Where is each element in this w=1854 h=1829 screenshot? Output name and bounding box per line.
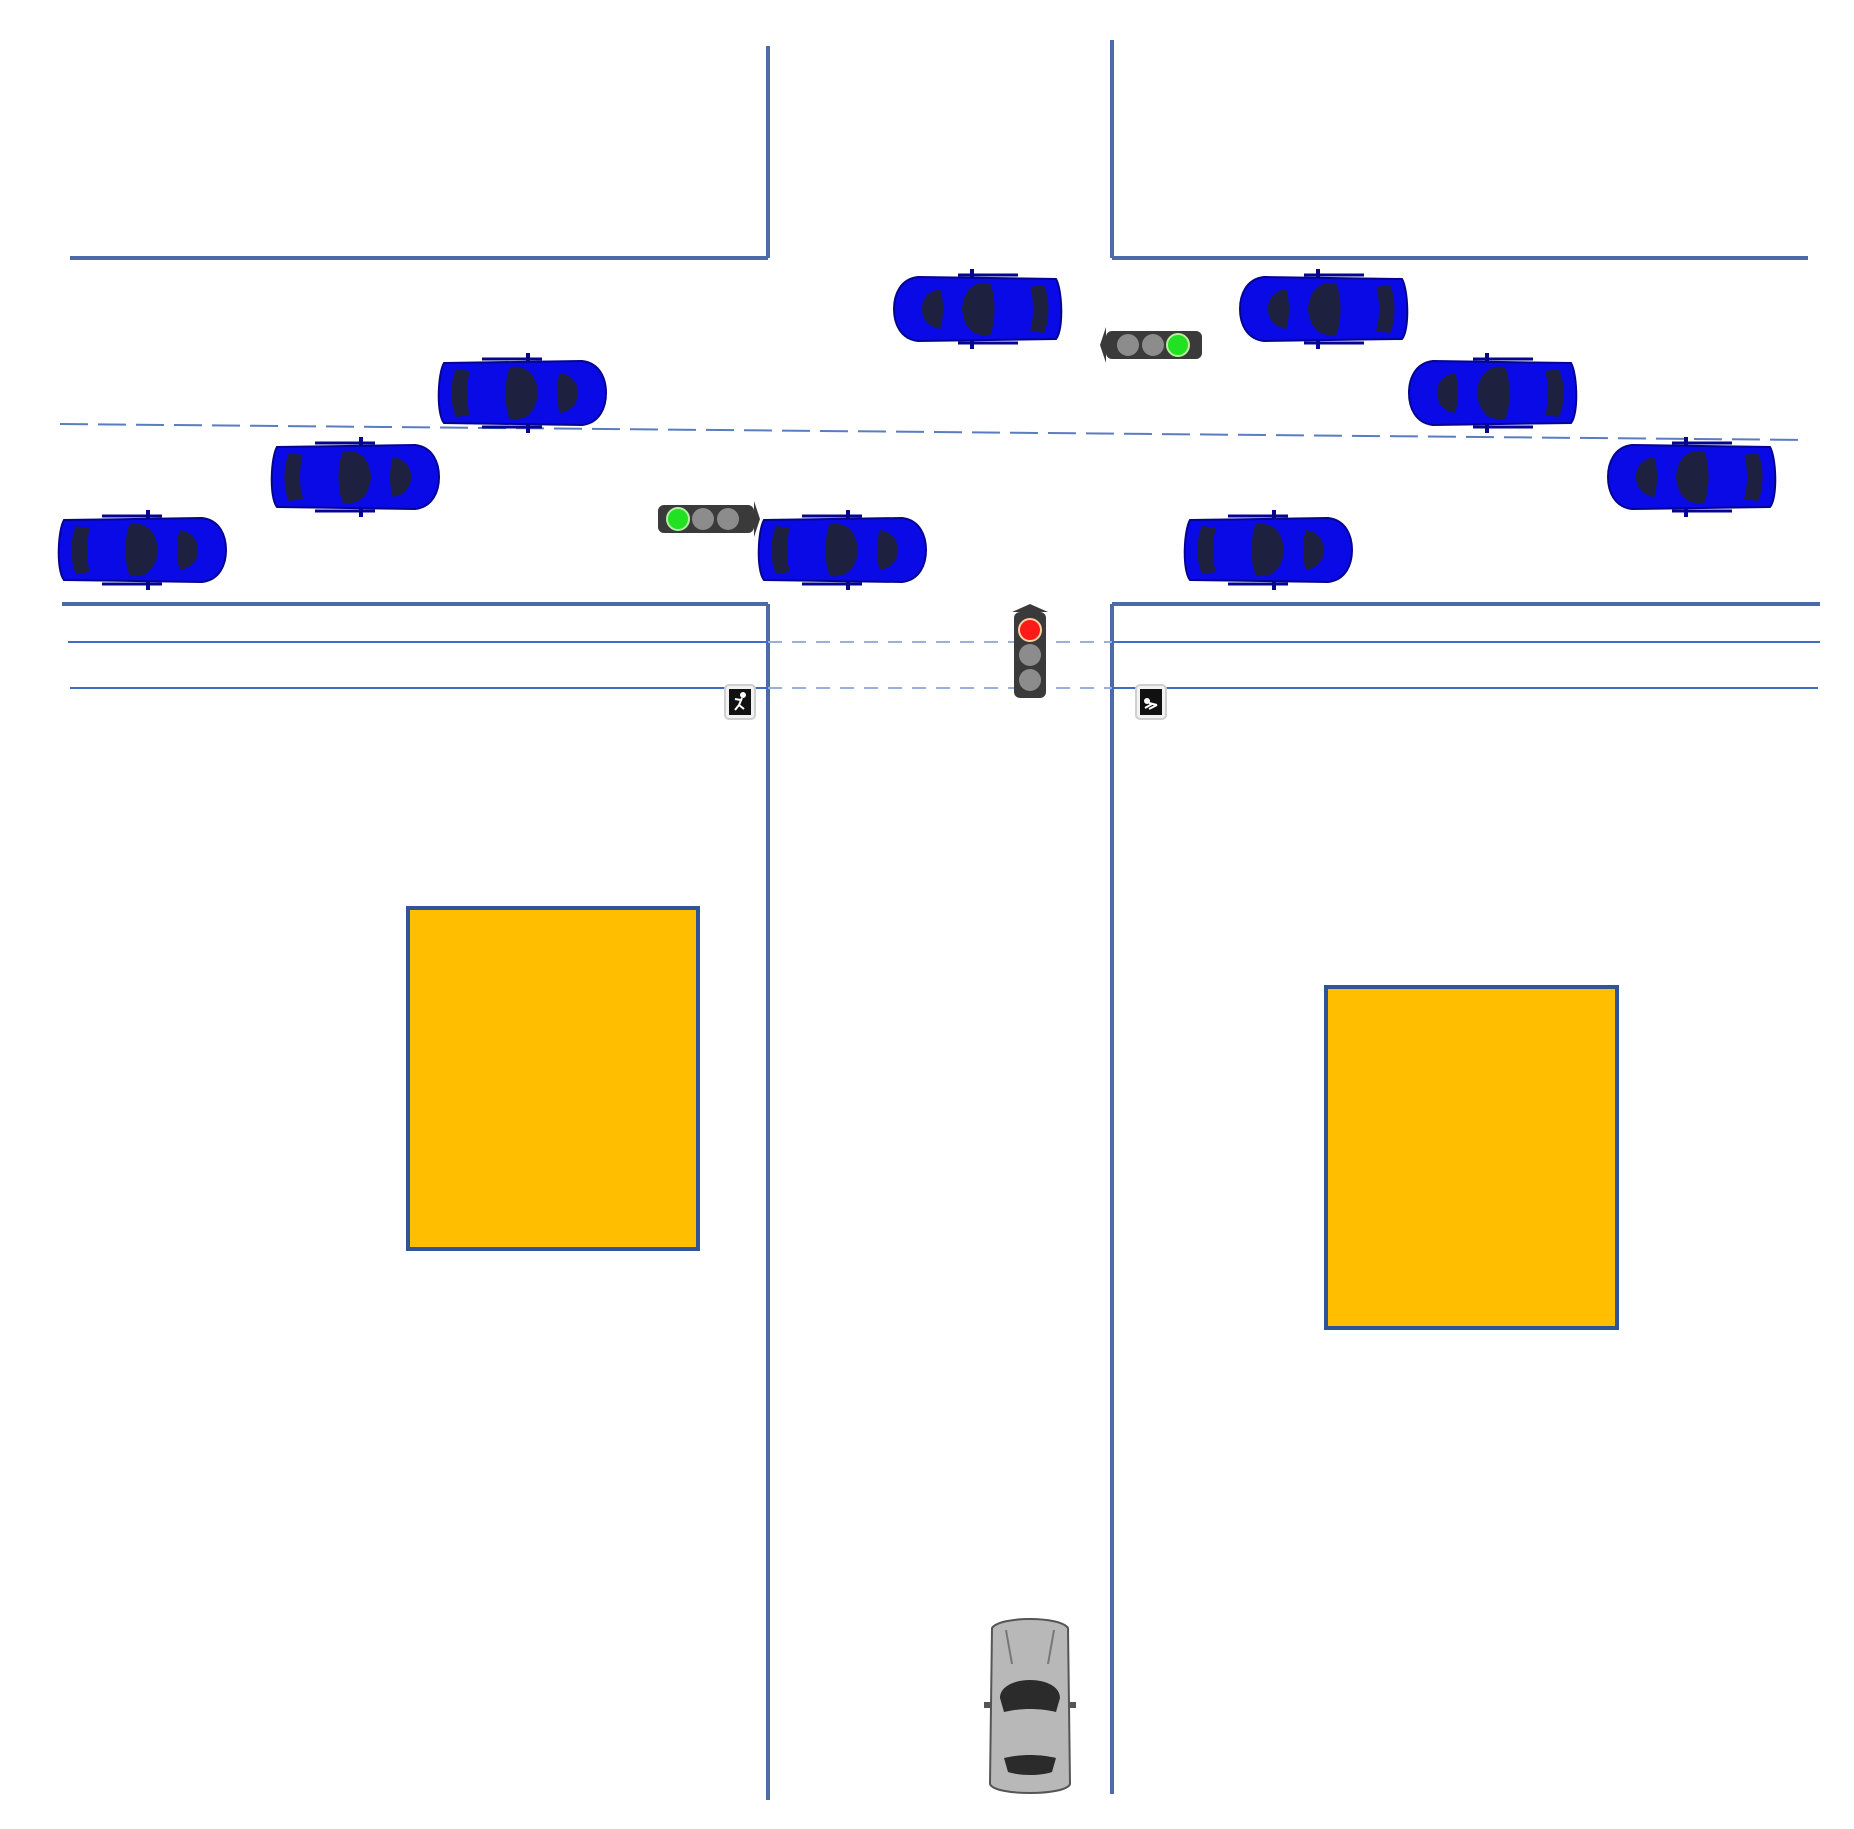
car-west-lane2-b [270, 435, 441, 519]
lamp-off [1019, 644, 1041, 666]
car-west-lane1-a [57, 508, 228, 592]
car-west-lane1-b [757, 508, 928, 592]
lamp-off [692, 508, 714, 530]
traffic-light-westbound [658, 501, 760, 537]
car-top-center [892, 267, 1063, 351]
building-right [1324, 985, 1619, 1330]
road-edges [62, 40, 1820, 1800]
car-bottom-right-lane [1183, 508, 1354, 592]
lamp-off [717, 508, 739, 530]
lamp-red [1018, 618, 1042, 642]
walk-icon [734, 692, 746, 711]
car-top-right [1238, 267, 1409, 351]
pedestrian-signal-right [1135, 684, 1167, 720]
walk-icon [1144, 698, 1158, 710]
car-right-mid [1407, 351, 1578, 435]
lamp-off [1142, 334, 1164, 356]
traffic-light-eastbound [1100, 327, 1202, 363]
lamp-off [1117, 334, 1139, 356]
pedestrian-signal-left [724, 684, 756, 720]
center-lane-divider [59, 423, 1809, 441]
car-west-lane2-a [437, 351, 608, 435]
lamp-green [666, 507, 690, 531]
traffic-light-northbound [1012, 604, 1048, 698]
crosswalk [68, 641, 1820, 689]
lamp-green [1166, 333, 1190, 357]
lamp-off [1019, 669, 1041, 691]
car-right-far [1606, 435, 1777, 519]
building-left [406, 906, 700, 1251]
ego-car [983, 1618, 1077, 1794]
